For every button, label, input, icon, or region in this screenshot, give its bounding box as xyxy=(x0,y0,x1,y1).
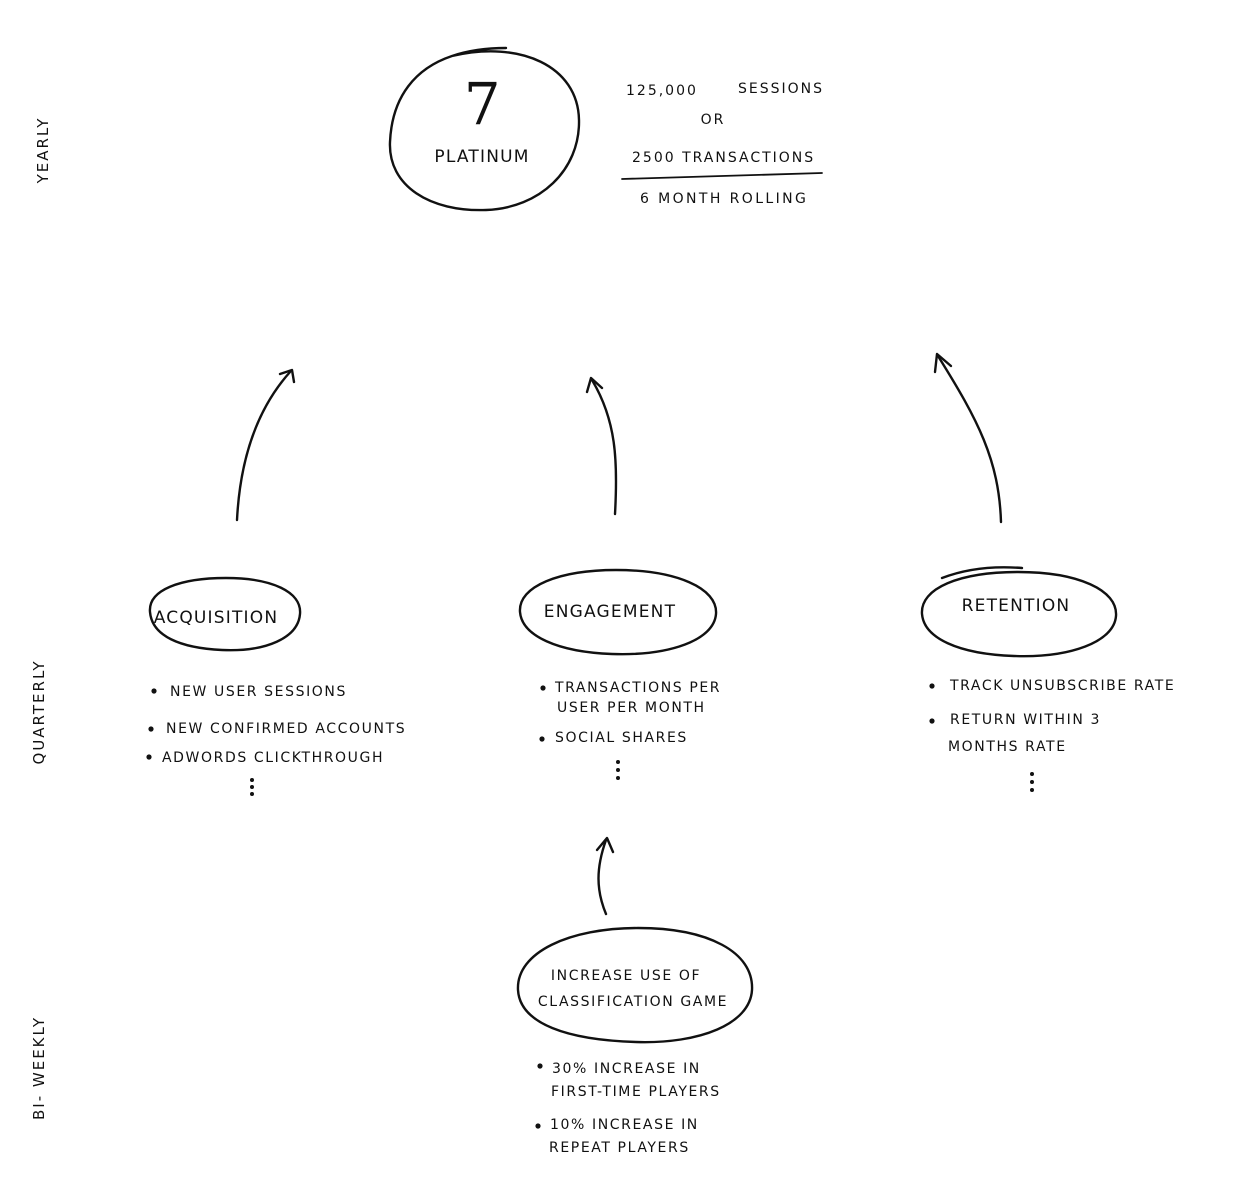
acquisition-bullet xyxy=(151,688,157,694)
quarterly-acquisition: Acquisition New user sessions New confir… xyxy=(146,576,406,796)
retention-bullet xyxy=(929,718,935,724)
biweekly-item: repeat players xyxy=(549,1140,690,1156)
biweekly-item: 10% increase in xyxy=(550,1117,699,1133)
biweekly-bullet xyxy=(537,1063,543,1069)
retention-more-ellipsis xyxy=(1030,772,1034,792)
engagement-item: Social shares xyxy=(555,730,688,746)
retention-ellipse xyxy=(920,566,1118,658)
engagement-item: user per month xyxy=(557,700,706,716)
biweekly-title: Increase use of xyxy=(551,968,701,984)
quarterly-retention: Retention Track unsubscribe rate Return … xyxy=(920,566,1175,792)
arrow-game-to-engagement xyxy=(595,836,615,916)
goal-or: or xyxy=(701,112,726,128)
acquisition-bullet xyxy=(146,754,152,760)
goal-criteria: 125,000 Sessions or 2500 Transactions 6 … xyxy=(621,81,824,207)
biweekly-item: first-time players xyxy=(551,1084,721,1100)
goal-transactions: 2500 Transactions xyxy=(632,150,815,166)
retention-bullet xyxy=(929,683,935,689)
engagement-bullet xyxy=(540,685,546,691)
arrow-engagement-to-goal xyxy=(585,376,618,516)
acquisition-bullet xyxy=(148,726,154,732)
acquisition-ellipse xyxy=(148,576,302,652)
goal-number: 7 xyxy=(464,70,502,138)
acquisition-title: Acquisition xyxy=(154,608,279,628)
biweekly-goal: Increase use of classification game 30% … xyxy=(516,926,754,1156)
goal-sessions-unit: Sessions xyxy=(738,81,824,97)
goal-criteria-rule xyxy=(621,172,823,180)
acquisition-item: Adwords clickthrough xyxy=(162,750,384,766)
level-label-yearly: Yearly xyxy=(34,117,52,185)
biweekly-bullet xyxy=(535,1123,541,1129)
level-label-biweekly: Bi- Weekly xyxy=(30,1016,48,1120)
biweekly-item: 30% increase in xyxy=(552,1061,701,1077)
engagement-item: Transactions per xyxy=(554,680,721,696)
engagement-title: Engagement xyxy=(544,602,676,622)
engagement-bullet xyxy=(539,736,545,742)
acquisition-item: New confirmed accounts xyxy=(166,721,406,737)
goal-circle xyxy=(388,46,581,212)
retention-item: Track unsubscribe rate xyxy=(949,678,1175,694)
level-label-quarterly: Quarterly xyxy=(30,660,48,765)
arrow-acquisition-to-goal xyxy=(235,368,296,522)
acquisition-more-ellipsis xyxy=(250,778,254,796)
biweekly-ellipse xyxy=(516,926,754,1044)
engagement-ellipse xyxy=(518,568,718,656)
quarterly-engagement: Engagement Transactions per user per mon… xyxy=(518,568,721,780)
retention-item: Return within 3 xyxy=(950,712,1101,728)
goal-window: 6 Month Rolling xyxy=(640,191,808,207)
goal-level-label: Platinum xyxy=(434,147,529,167)
arrow-retention-to-goal xyxy=(933,352,1003,524)
goal-sessions-count: 125,000 xyxy=(626,83,698,99)
retention-title: Retention xyxy=(962,596,1071,616)
acquisition-item: New user sessions xyxy=(170,684,347,700)
yearly-goal: 7 Platinum xyxy=(388,46,581,212)
engagement-more-ellipsis xyxy=(616,760,620,780)
retention-item: months rate xyxy=(948,739,1067,755)
biweekly-title: classification game xyxy=(538,994,728,1010)
